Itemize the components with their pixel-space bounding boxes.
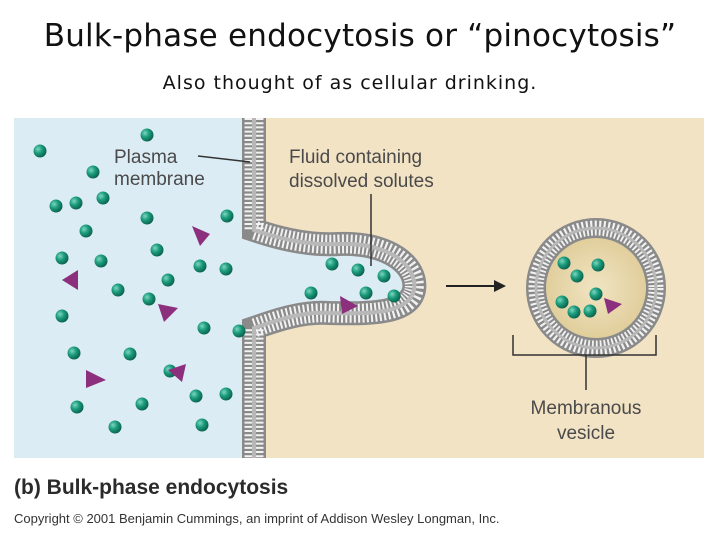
label-solutes: dissolved solutes: [289, 171, 434, 192]
label-plasma: Plasma: [114, 147, 178, 168]
copyright-notice: Copyright © 2001 Benjamin Cummings, an i…: [14, 511, 500, 526]
endocytosis-diagram: Plasma membrane Fluid containing dissolv…: [14, 118, 704, 458]
triangle-solutes: [62, 226, 622, 388]
label-membrane: membrane: [114, 169, 205, 190]
page-title: Bulk-phase endocytosis or “pinocytosis”: [43, 18, 677, 54]
figure-caption: (b) Bulk-phase endocytosis: [14, 476, 289, 499]
arrow-icon: [446, 280, 506, 292]
label-membranous: Membranous: [531, 398, 642, 419]
vesicle-bracket: [512, 335, 657, 356]
cytoplasm-region: [254, 118, 704, 458]
label-vesicle: vesicle: [557, 423, 615, 444]
plasma-membrane-leader: [197, 155, 251, 163]
page-subtitle: Also thought of as cellular drinking.: [162, 72, 538, 94]
label-fluid: Fluid containing: [289, 147, 422, 168]
solute-particles: [33, 128, 605, 434]
